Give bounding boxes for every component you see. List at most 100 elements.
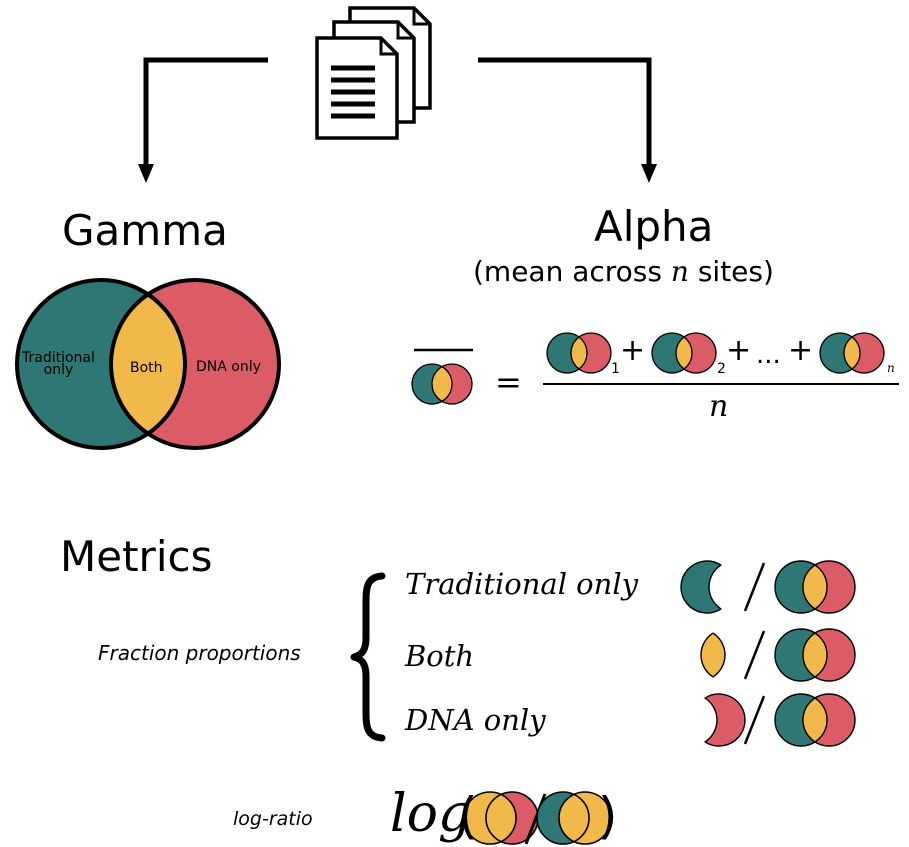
venn-label-both: Both: [130, 360, 163, 376]
numerator-venn-icon: [463, 791, 539, 845]
venn-overlap-region: [432, 366, 452, 402]
venn-overlap-region: [559, 794, 589, 842]
venn-right-region: [852, 333, 885, 373]
brace-icon: [350, 572, 386, 742]
venn-right-region: [684, 333, 716, 373]
venn-right-region: [148, 280, 279, 448]
slash-icon: [743, 695, 766, 745]
documents-icon: [315, 6, 432, 140]
plus-sign: +: [726, 333, 752, 368]
venn-left-region: [547, 333, 579, 373]
alpha-subtitle: (mean across n sites): [473, 255, 774, 288]
venn-left-outline: [774, 693, 828, 747]
arrow-left-down-icon: [143, 57, 268, 168]
whole-venn-icon: [774, 693, 856, 747]
venn-left-outline: [463, 791, 517, 845]
arrowhead: [641, 164, 657, 183]
ellipsis: ...: [756, 340, 781, 370]
venn-left-outline: [819, 332, 861, 374]
venn-right-region: [815, 629, 856, 681]
log-ratio-icons: [463, 791, 612, 845]
venn-overlap-region: [571, 337, 587, 369]
page-fold: [396, 22, 414, 40]
venn-overlap-region: [844, 337, 860, 369]
venn-right-outline: [802, 693, 856, 747]
venn-left-region: [775, 629, 815, 681]
metrics-icons: [680, 560, 856, 747]
metrics-title: Metrics: [60, 532, 213, 581]
venn-right-outline: [675, 332, 717, 374]
slash-icon: [743, 562, 766, 612]
subscript-2: 2: [717, 361, 726, 377]
site-2-venn-icon: [651, 332, 717, 374]
metric-both: Both: [405, 639, 475, 673]
venn-left-region: [774, 561, 815, 614]
venn-left-region: [775, 694, 815, 746]
metric-traditional-only: Traditional only: [405, 567, 638, 601]
open-parenthesis: (: [458, 787, 478, 845]
venn-right-region: [501, 792, 538, 844]
mean-venn-icon: [411, 363, 473, 405]
venn-left-outline: [774, 560, 828, 614]
venn-left-region: [16, 280, 148, 448]
slash-icon: [743, 630, 766, 680]
site-n-venn-icon: [819, 332, 885, 374]
document-page: [315, 36, 399, 140]
gamma-title: Gamma: [62, 206, 228, 255]
denominator-n: n: [709, 389, 729, 424]
venn-overlap-region: [803, 565, 827, 609]
subscript-1: 1: [611, 361, 620, 377]
venn-right-outline: [802, 628, 856, 682]
page-fold: [379, 38, 397, 56]
fraction-proportions-label: Fraction proportions: [98, 641, 301, 665]
venn-right-region: [574, 792, 611, 844]
venn-left-outline: [15, 278, 187, 450]
venn-left-region: [652, 333, 684, 373]
venn-left-outline: [546, 332, 588, 374]
page-outline: [315, 36, 399, 140]
alpha-equation: [411, 332, 899, 405]
page-fold: [412, 8, 430, 26]
site-1-venn-icon: [546, 332, 612, 374]
venn-left-outline: [651, 332, 693, 374]
arrowhead: [138, 164, 154, 183]
venn-right-region: [815, 694, 856, 746]
venn-right-outline: [843, 332, 885, 374]
venn-right-outline: [109, 278, 281, 450]
venn-right-outline: [431, 363, 473, 405]
venn-right-outline: [802, 560, 856, 614]
both-part-icon: [700, 632, 726, 678]
subscript-n: n: [887, 361, 895, 375]
venn-overlap-region: [486, 794, 517, 842]
venn-left-region: [537, 792, 574, 844]
venn-left-outline: [536, 791, 590, 845]
dna-part-icon: [704, 693, 746, 747]
venn-right-region: [579, 333, 612, 373]
arrow-right-down-icon: [478, 57, 652, 168]
gamma-venn-diagram: [15, 278, 281, 450]
traditional-part-icon: [680, 560, 722, 614]
curly-brace-shape: [350, 572, 386, 742]
alpha-title: Alpha: [594, 202, 714, 251]
venn-overlap-region: [803, 633, 827, 677]
arrows-group: [138, 57, 657, 183]
venn-right-outline: [558, 791, 612, 845]
equals-sign: =: [495, 363, 522, 401]
denominator-venn-icon: [536, 791, 612, 845]
venn-left-region: [464, 792, 501, 844]
venn-label-dna: DNA only: [196, 359, 261, 375]
close-parenthesis: ): [598, 787, 618, 845]
metric-dna-only: DNA only: [405, 703, 546, 737]
log-word: log: [390, 784, 472, 844]
venn-right-outline: [570, 332, 612, 374]
venn-overlap-region: [111, 294, 185, 434]
plus-sign: +: [620, 333, 646, 368]
gamma-venn-icon: [15, 278, 281, 450]
venn-left-region: [820, 333, 852, 373]
log-ratio-label: log-ratio: [233, 808, 313, 830]
venn-right-region: [815, 561, 856, 614]
venn-left-outline: [411, 363, 453, 405]
